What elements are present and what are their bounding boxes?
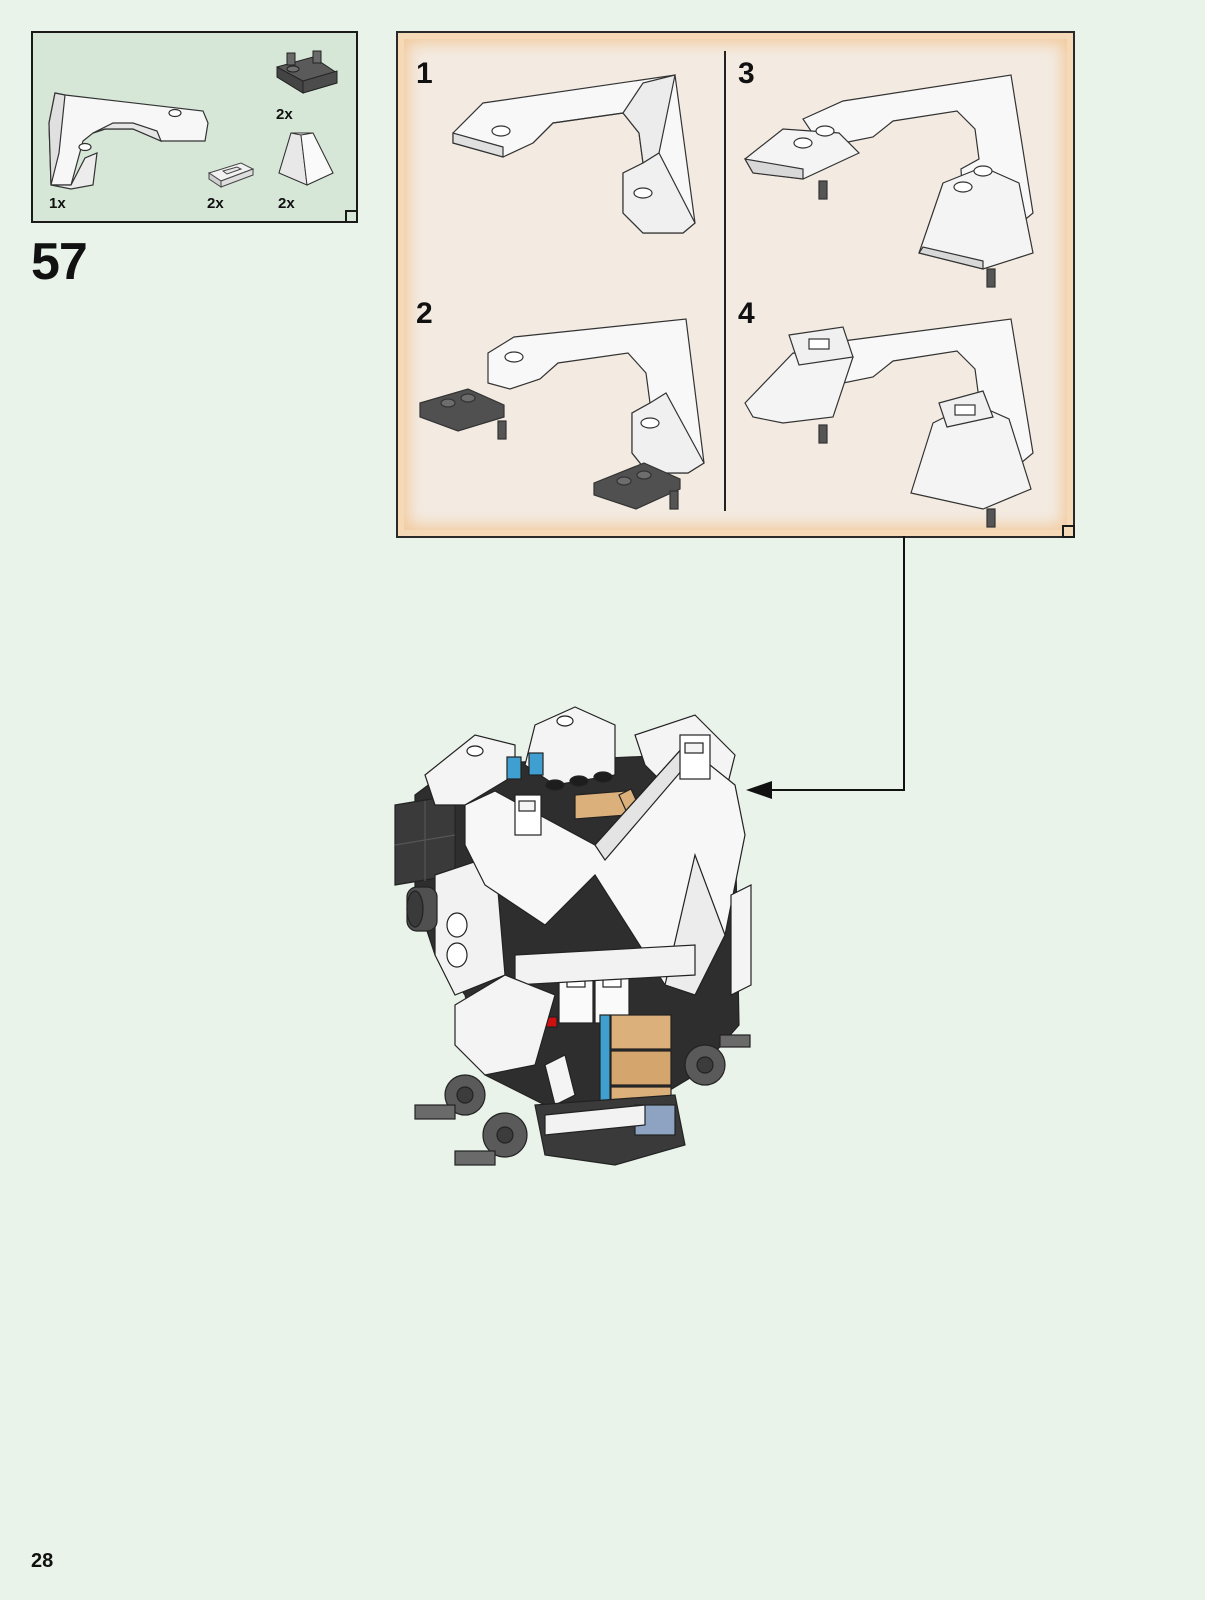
page-number: 28 [31,1550,53,1573]
main-model-illustration [395,695,775,1205]
